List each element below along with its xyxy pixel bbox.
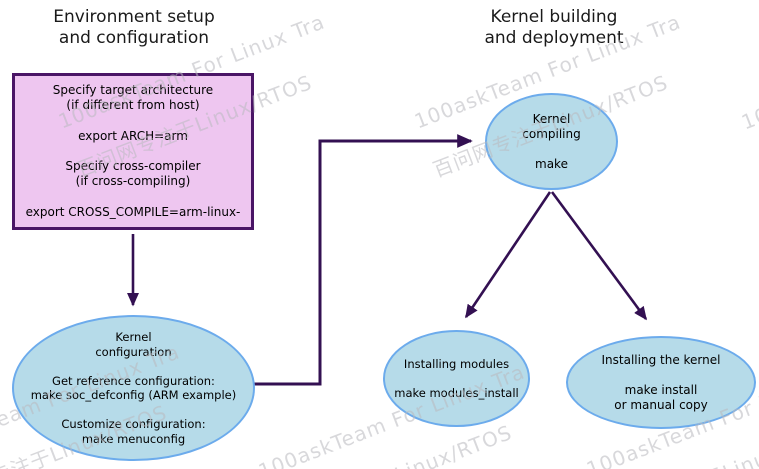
title-kernel-building: Kernel building and deployment xyxy=(484,7,624,48)
node-kernel-compiling: Kernel compiling make xyxy=(485,93,618,190)
node-installing-kernel: Installing the kernel make install or ma… xyxy=(566,336,756,429)
node-environment-setup-text: Specify target architecture (if differen… xyxy=(25,83,241,219)
node-environment-setup-box: Specify target architecture (if differen… xyxy=(12,73,254,230)
title-environment-setup: Environment setup and configuration xyxy=(53,7,215,48)
node-installing-kernel-text: Installing the kernel make install or ma… xyxy=(601,352,721,412)
node-kernel-configuration: Kernel configuration Get reference confi… xyxy=(12,315,255,461)
arrow-compiling-to-install xyxy=(550,191,648,321)
node-kernel-configuration-text: Kernel configuration Get reference confi… xyxy=(30,330,237,446)
arrow-configuration-to-compiling xyxy=(253,134,473,386)
node-installing-modules-text: Installing modules make modules_install xyxy=(394,356,519,400)
node-installing-modules: Installing modules make modules_install xyxy=(383,330,530,427)
arrow-compiling-to-modules xyxy=(464,191,552,319)
node-kernel-compiling-text: Kernel compiling make xyxy=(522,111,581,171)
